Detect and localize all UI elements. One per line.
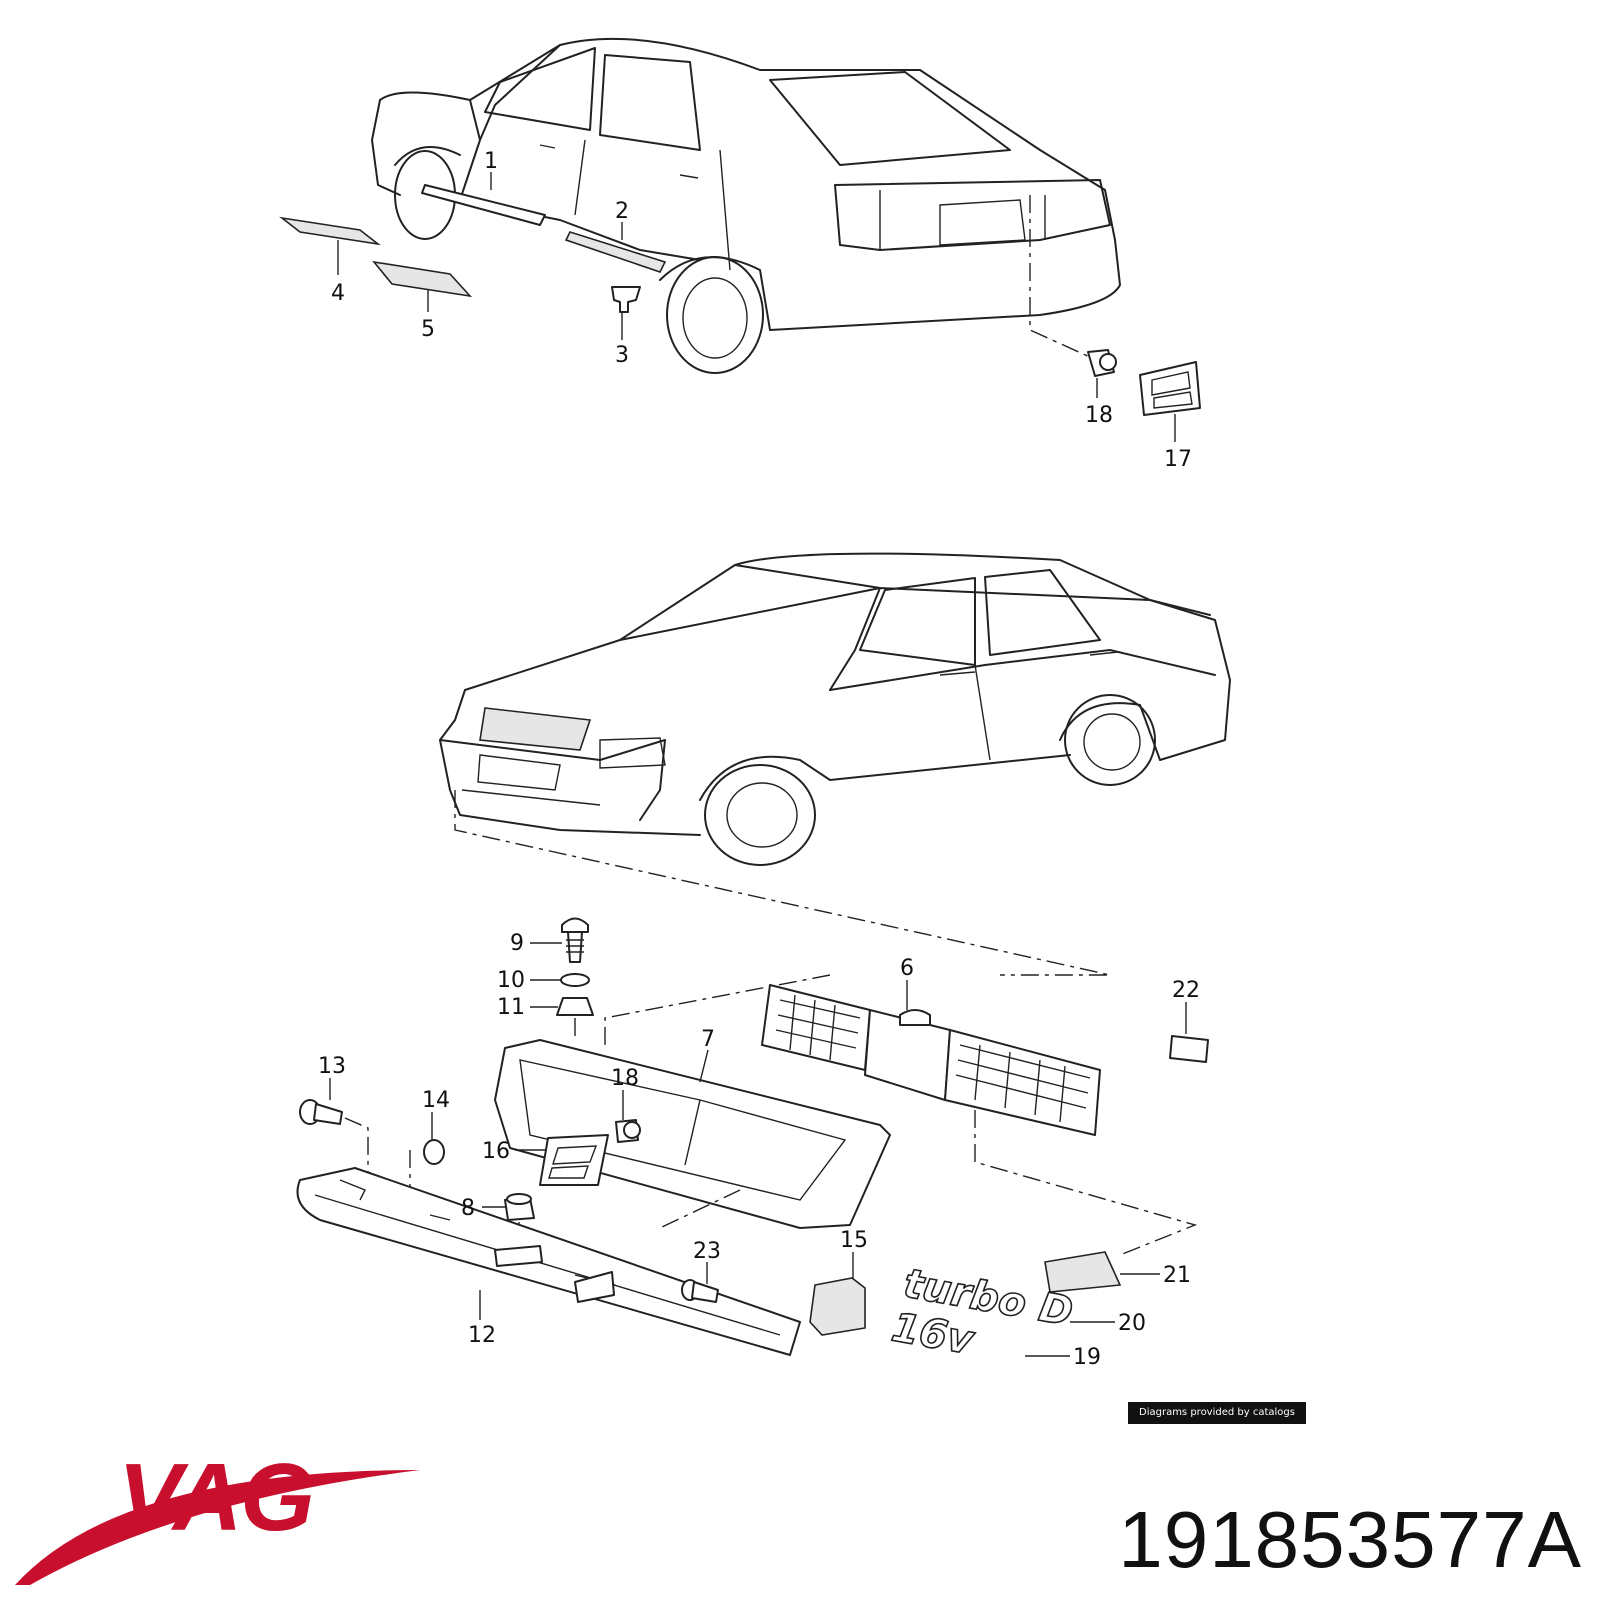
screw-part-23: [681, 1279, 719, 1303]
callout-9: 9: [510, 931, 524, 956]
callout-22: 22: [1172, 978, 1200, 1003]
front-spoiler-part-12: [296, 1167, 801, 1356]
front-emblem-part-16: [539, 1134, 609, 1186]
callout-8: 8: [461, 1196, 475, 1221]
rear-view-car: [279, 37, 1201, 442]
callout-23: 23: [693, 1239, 721, 1264]
callout-15: 15: [840, 1228, 868, 1253]
washer-part-14: [423, 1139, 445, 1165]
bolt-part-13: [299, 1099, 343, 1125]
brand-swoosh: [15, 1470, 420, 1585]
callout-7: 7: [701, 1027, 715, 1052]
diagram-caption: Diagrams provided by catalogs parts: [1128, 1402, 1306, 1440]
clip-part-22: [1169, 1035, 1209, 1063]
callout-5: 5: [421, 317, 435, 342]
pad-part-21: [1044, 1251, 1122, 1293]
grommet-part-18-top: [1087, 349, 1117, 377]
callout-16: 16: [482, 1139, 510, 1164]
grille-assembly: turbo D 16v: [296, 917, 1209, 1365]
nut-part-8: [504, 1193, 535, 1221]
callout-19: 19: [1073, 1345, 1101, 1370]
washer-part-10: [560, 973, 590, 987]
callout-numbers: 1 2 3 4 5 18 17 6 7 9 10 11 22 18 13 14 …: [318, 149, 1200, 1370]
rear-emblem-part-17: [1139, 361, 1201, 416]
adhesive-pad-part-5: [372, 260, 473, 298]
callout-21: 21: [1163, 1263, 1191, 1288]
callout-11: 11: [497, 995, 525, 1020]
grommet-part-11: [556, 997, 594, 1016]
brand-logo: VAG: [118, 1444, 315, 1551]
clip-part-3: [611, 286, 641, 313]
callout-20: 20: [1118, 1311, 1146, 1336]
screw-part-9: [561, 917, 589, 963]
front-view-car: [439, 552, 1231, 1045]
callout-3: 3: [615, 343, 629, 368]
grommet-part-18-front: [615, 1119, 641, 1143]
callout-12: 12: [468, 1323, 496, 1348]
callout-4: 4: [331, 281, 345, 306]
callout-18-front: 18: [611, 1066, 639, 1091]
side-strip-part-2: [564, 231, 667, 273]
side-strip-part-1: [421, 184, 546, 226]
callout-10: 10: [497, 968, 525, 993]
callout-18-top: 18: [1085, 403, 1113, 428]
part-number: 191853577A: [1118, 1495, 1582, 1584]
callout-13: 13: [318, 1054, 346, 1079]
cap-part-15: [809, 1277, 866, 1336]
callout-14: 14: [422, 1088, 450, 1113]
callout-1: 1: [484, 149, 498, 174]
callout-6: 6: [900, 956, 914, 981]
grille-insert-part-6: [761, 984, 1101, 1136]
callout-2: 2: [615, 199, 629, 224]
grille-frame-part-7: [494, 1039, 891, 1229]
callout-17: 17: [1164, 447, 1192, 472]
adhesive-pad-part-4: [279, 216, 381, 246]
